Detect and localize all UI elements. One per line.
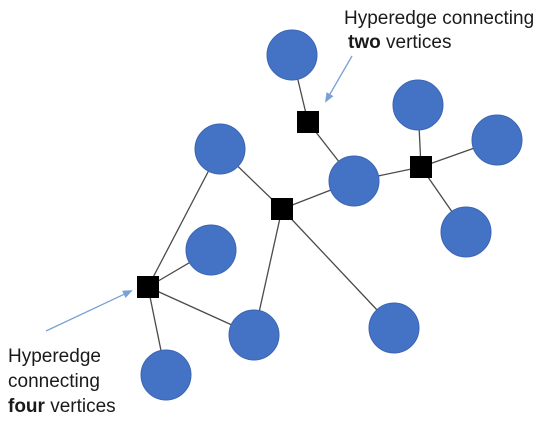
arrow-top [324,55,353,103]
vertex-7 [185,224,237,276]
hyperedge-middle [271,198,293,220]
annotation-top-line1: Hyperedge connecting [344,8,534,29]
edge-left-to-v4 [147,148,221,288]
annotation-bottom-line3: four vertices [8,396,116,417]
hyperedge-left [137,276,159,298]
vertex-10 [140,349,192,401]
vertex-2 [392,79,444,131]
annotation-arrows [45,55,353,332]
annotation-top-rest: vertices [381,32,452,53]
vertex-9 [368,302,420,354]
annotation-bottom-line2: connecting [8,371,100,392]
arrow-bottom [45,290,133,332]
vertex-3 [471,114,523,166]
edges [147,54,498,376]
vertices [140,29,523,401]
hyperedge-top [297,111,319,133]
annotation-bottom-line1: Hyperedge [8,346,101,367]
vertex-4 [194,123,246,175]
vertex-5 [328,155,380,207]
annotation-top-line2: two vertices [348,32,451,53]
annotation-top-bold: two [348,32,381,53]
edge-mid-to-v9 [281,208,395,329]
vertex-8 [228,309,280,361]
annotation-top: Hyperedge connecting two vertices [344,8,534,53]
vertex-1 [266,29,318,81]
annotation-bottom-bold: four [8,396,46,417]
hyperedges [137,111,432,298]
hyperedge-right [410,156,432,178]
vertex-6 [440,206,492,258]
annotation-bottom-rest: vertices [45,396,116,417]
annotation-bottom: Hyperedge connecting four vertices [8,346,116,417]
